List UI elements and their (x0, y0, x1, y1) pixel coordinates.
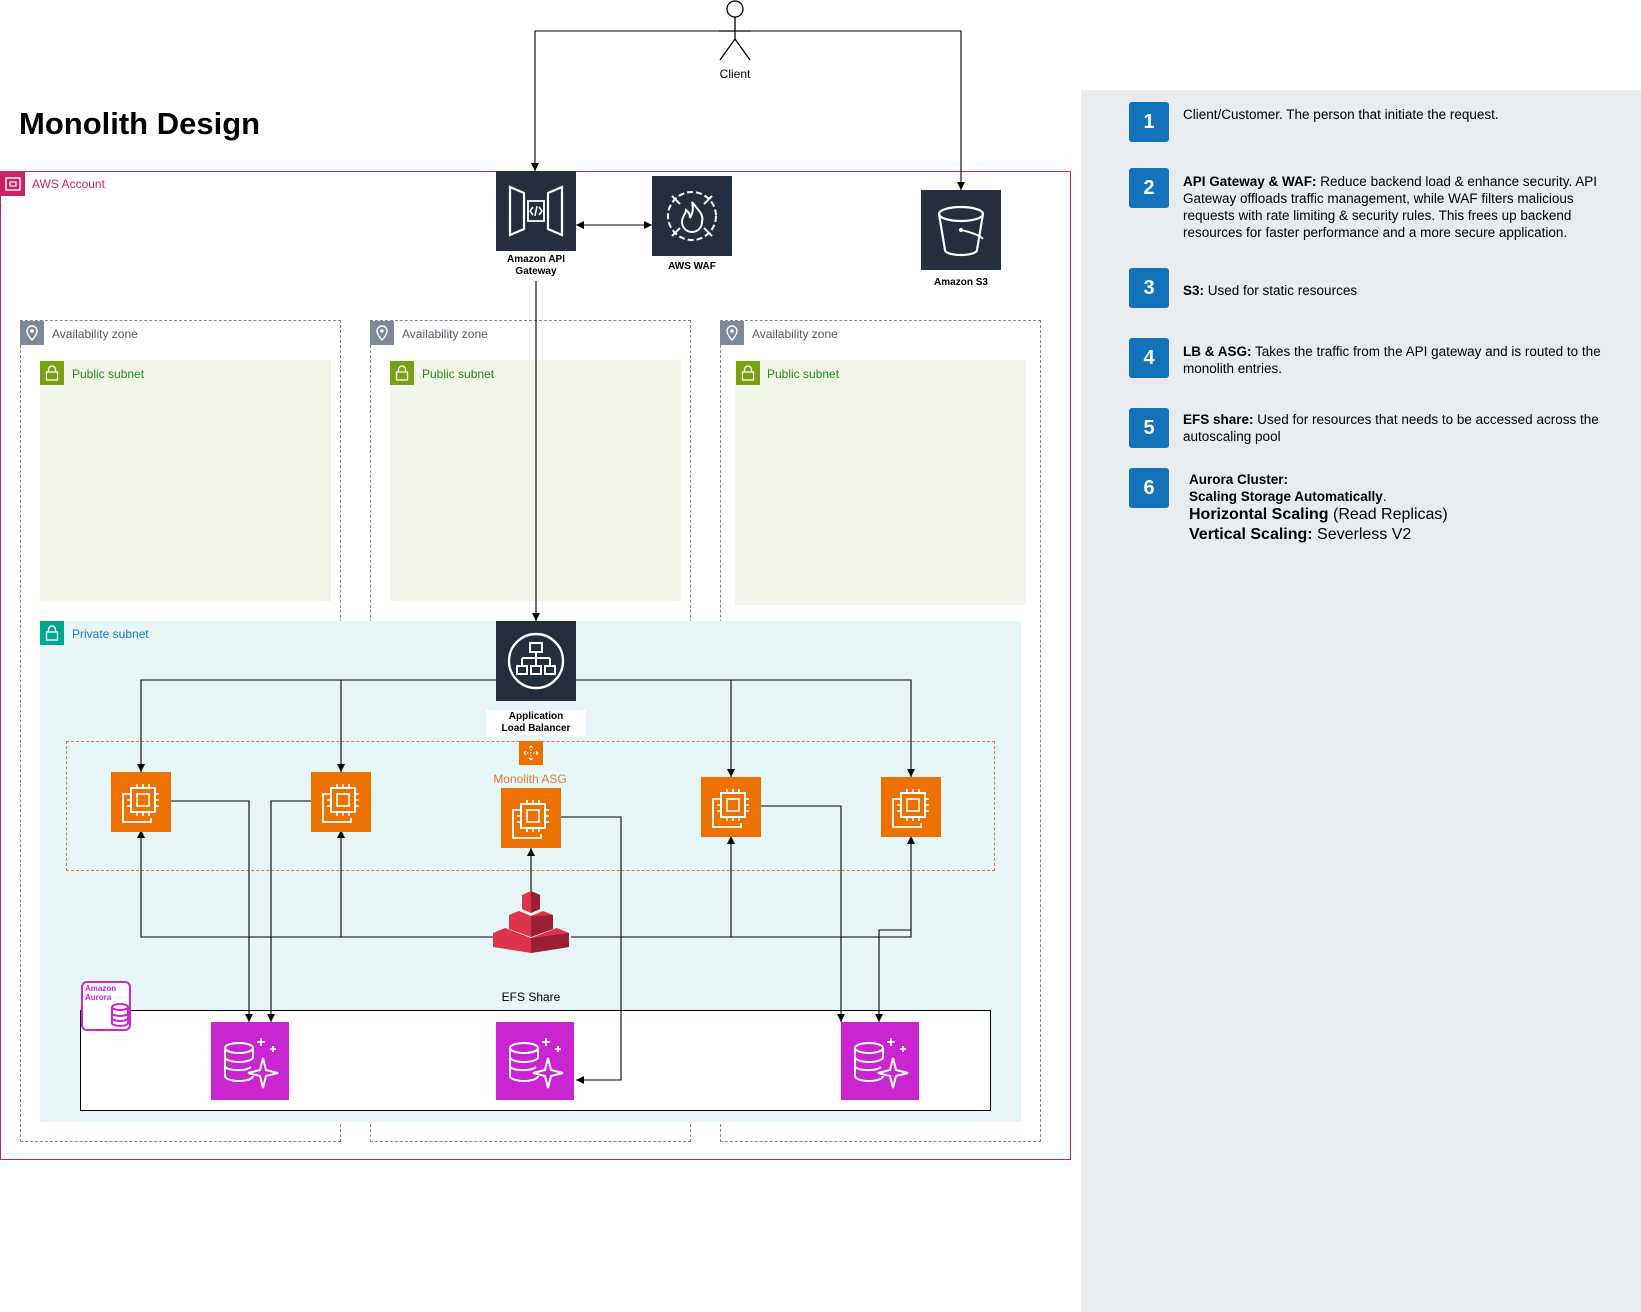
ec2-instance-icon (701, 777, 761, 837)
legend-item-1: Client/Customer. The person that initiat… (1183, 107, 1499, 122)
client-label: Client (719, 67, 751, 81)
actor-icon (719, 0, 751, 61)
aws-account-label: AWS Account (32, 177, 105, 191)
legend-badge: 1 (1129, 102, 1169, 142)
page-title: Monolith Design (19, 106, 261, 141)
private-subnet-label: Private subnet (72, 627, 149, 641)
lock-icon (40, 621, 64, 645)
lock-icon (40, 361, 64, 385)
public-subnet-label: Public subnet (767, 367, 840, 381)
availability-zone-label: Availability zone (752, 327, 838, 341)
api-gateway-icon (496, 171, 576, 251)
availability-zone-label: Availability zone (402, 327, 488, 341)
ec2-instance-icon (311, 772, 371, 832)
availability-zone-label: Availability zone (52, 327, 138, 341)
legend-badge: 4 (1129, 338, 1169, 378)
lock-icon (736, 361, 760, 385)
legend-item-4: LB & ASG: Takes the traffic from the API… (1183, 344, 1601, 376)
public-subnet-1 (40, 360, 331, 601)
aurora-icon (496, 1022, 574, 1100)
asg-label: Monolith ASG (493, 772, 567, 786)
ec2-instance-icon (881, 777, 941, 837)
legend-badge: 2 (1129, 168, 1169, 208)
alb-icon (496, 621, 576, 701)
legend-item-6: Aurora Cluster: Scaling Storage Automati… (1189, 472, 1448, 543)
aurora-icon (841, 1022, 919, 1100)
ec2-instance-icon (111, 772, 171, 832)
aurora-badge-label: Amazon (85, 984, 116, 993)
aurora-icon (211, 1022, 289, 1100)
client-to-api-gateway-arrow (531, 30, 719, 171)
waf-label: AWS WAF (668, 261, 716, 272)
public-subnet-3 (735, 360, 1026, 605)
legend-badge: 5 (1129, 408, 1169, 448)
legend-badge: 3 (1129, 268, 1169, 308)
aurora-cluster-icon: Amazon Aurora (81, 981, 131, 1031)
legend-item-2: API Gateway & WAF: Reduce backend load &… (1183, 174, 1597, 240)
public-subnet-2 (390, 360, 681, 601)
s3-bucket-icon (921, 190, 1001, 270)
public-subnet-label: Public subnet (422, 367, 495, 381)
efs-label: EFS Share (501, 990, 561, 1004)
client-to-s3-arrow (751, 30, 965, 190)
location-pin-icon (720, 321, 744, 345)
asg-icon (519, 741, 543, 765)
legend-item-3: S3: Used for static resources (1183, 283, 1358, 298)
aws-account-icon (1, 172, 25, 196)
legend-panel (1081, 90, 1641, 1312)
location-pin-icon (370, 321, 394, 345)
aurora-badge-label: Aurora (85, 993, 112, 1002)
efs-icon (493, 891, 569, 953)
public-subnet-label: Public subnet (72, 367, 145, 381)
waf-icon (652, 176, 732, 256)
s3-label: Amazon S3 (934, 277, 988, 288)
lock-icon (390, 361, 414, 385)
location-pin-icon (20, 321, 44, 345)
legend-item-5: EFS share: Used for resources that needs… (1183, 412, 1599, 444)
legend-badge: 6 (1129, 468, 1169, 508)
ec2-instance-icon (501, 788, 561, 848)
